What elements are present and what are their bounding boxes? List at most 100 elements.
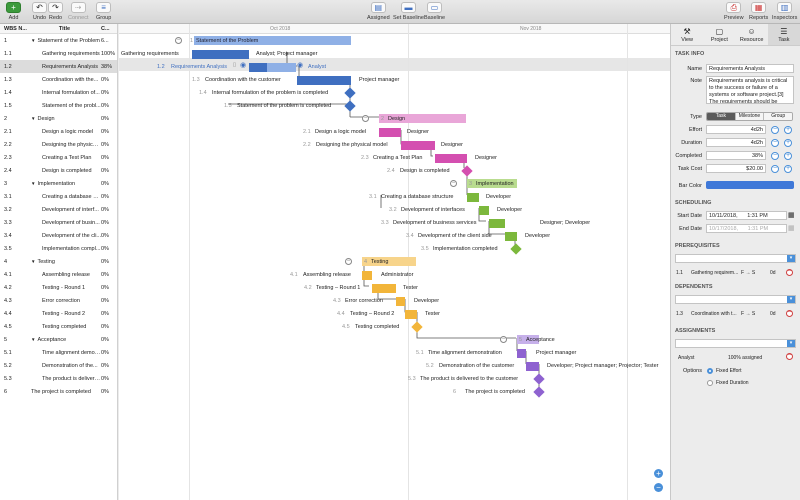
group-button[interactable]: ≡ Group [96,2,112,21]
group-bar[interactable] [362,257,416,266]
assignment-value[interactable]: 100% assigned [728,355,763,361]
start-date-field[interactable]: 10/11/2018, 1:31 PM [706,211,787,220]
type-task-option[interactable]: Task [707,113,736,120]
fixed-effort-radio[interactable] [707,368,713,374]
title-cell[interactable]: Creating a Test Plan [28,155,101,161]
duration-increment-button[interactable]: + [784,139,792,147]
task-cost-field[interactable]: $20.00 [706,164,766,173]
title-cell[interactable]: Testing completed [28,324,101,330]
title-cell[interactable]: ▼Implementation [28,181,101,187]
title-cell[interactable]: Design is completed [28,168,101,174]
collapse-group-button[interactable]: − [450,180,457,187]
title-cell[interactable]: Demonstration of the... [28,363,101,369]
remove-assignment-button[interactable]: − [786,352,793,360]
group-bar[interactable] [467,179,517,188]
title-cell[interactable]: Design a logic model [28,129,101,135]
fixed-duration-radio[interactable] [707,380,713,386]
prerequisite-select[interactable]: ▾ [675,254,796,263]
bar-color-well[interactable] [706,181,794,189]
assignment-select[interactable]: ▾ [675,339,796,348]
title-cell[interactable]: The product is delivere... [28,376,101,382]
title-cell[interactable]: Designing the physical... [28,142,101,148]
reports-button[interactable]: ▦ Reports [749,2,769,21]
task-bar[interactable] [517,349,526,358]
title-cell[interactable]: Internal formulation of... [28,90,101,96]
task-bar[interactable] [192,50,249,59]
disclosure-triangle-icon[interactable]: ▼ [31,115,36,121]
task-bar[interactable] [489,219,505,228]
baseline-button[interactable]: ▭ Baseline [424,2,446,21]
preview-button[interactable]: ⎙ Preview [724,2,744,21]
disclosure-triangle-icon[interactable]: ▼ [31,258,36,264]
collapse-group-button[interactable]: − [175,37,182,44]
dependent-select[interactable]: ▾ [675,295,796,304]
completed-field[interactable]: 38% [706,151,766,160]
cost-increment-button[interactable]: + [784,165,792,173]
add-button[interactable]: + Add [6,2,21,21]
tab-resource[interactable]: ☺Resource [739,26,764,43]
title-cell[interactable]: Time alignment demon... [28,350,101,356]
connect-button[interactable]: ⇢ Connect [68,2,89,21]
task-bar[interactable] [467,193,479,202]
type-milestone-option[interactable]: Milestone [735,113,765,120]
link-start-icon[interactable]: ◉ [240,62,247,69]
task-bar[interactable] [401,141,435,150]
title-cell[interactable]: Development of the cli... [28,233,101,239]
group-bar[interactable] [194,36,351,45]
title-cell[interactable]: Creating a database st... [28,194,101,200]
group-bar[interactable] [379,114,466,123]
title-cell[interactable]: Development of interf... [28,207,101,213]
task-bar[interactable] [396,297,405,306]
task-bar[interactable] [379,128,401,137]
title-cell[interactable]: Gathering requirements [28,51,101,57]
zoom-in-button[interactable]: + [654,469,663,478]
title-cell[interactable]: ▼Statement of the Problem [28,38,101,44]
inspectors-button[interactable]: ▥ Inspectors [772,2,798,21]
calendar-icon[interactable]: ▦ [788,212,795,219]
undo-button[interactable]: ↶ Undo [32,2,47,21]
tab-task[interactable]: ☰Task [767,24,800,45]
title-column-header[interactable]: Title [58,25,71,32]
remove-prerequisite-button[interactable]: − [786,268,793,276]
duration-decrement-button[interactable]: − [771,139,779,147]
title-cell[interactable]: Statement of the probl... [28,103,101,109]
title-cell[interactable]: ▼Design [28,116,101,122]
task-bar[interactable] [505,232,517,241]
task-bar[interactable] [297,76,351,85]
cost-decrement-button[interactable]: − [771,165,779,173]
prereq-lag[interactable]: 0d [770,270,776,276]
group-bar[interactable] [517,335,539,344]
title-cell[interactable]: Error correction [28,298,101,304]
task-bar[interactable] [372,284,396,293]
complete-column-header[interactable]: C... [101,25,110,32]
duration-field[interactable]: 4d2h [706,138,766,147]
note-icon[interactable]: ▯ [233,62,237,68]
disclosure-triangle-icon[interactable]: ▼ [31,336,36,342]
title-cell[interactable]: The project is completed [28,389,101,395]
type-group-option[interactable]: Group [764,113,792,120]
task-bar[interactable] [405,310,417,319]
prereq-type[interactable]: F → S [741,270,756,276]
task-bar[interactable] [435,154,467,163]
end-date-field[interactable]: 10/17/2018, 1:31 PM [706,224,787,233]
name-field[interactable]: Requirements Analysis [706,64,794,73]
calendar-icon[interactable]: ▦ [788,225,795,232]
tab-view[interactable]: ⚒View [681,26,694,43]
